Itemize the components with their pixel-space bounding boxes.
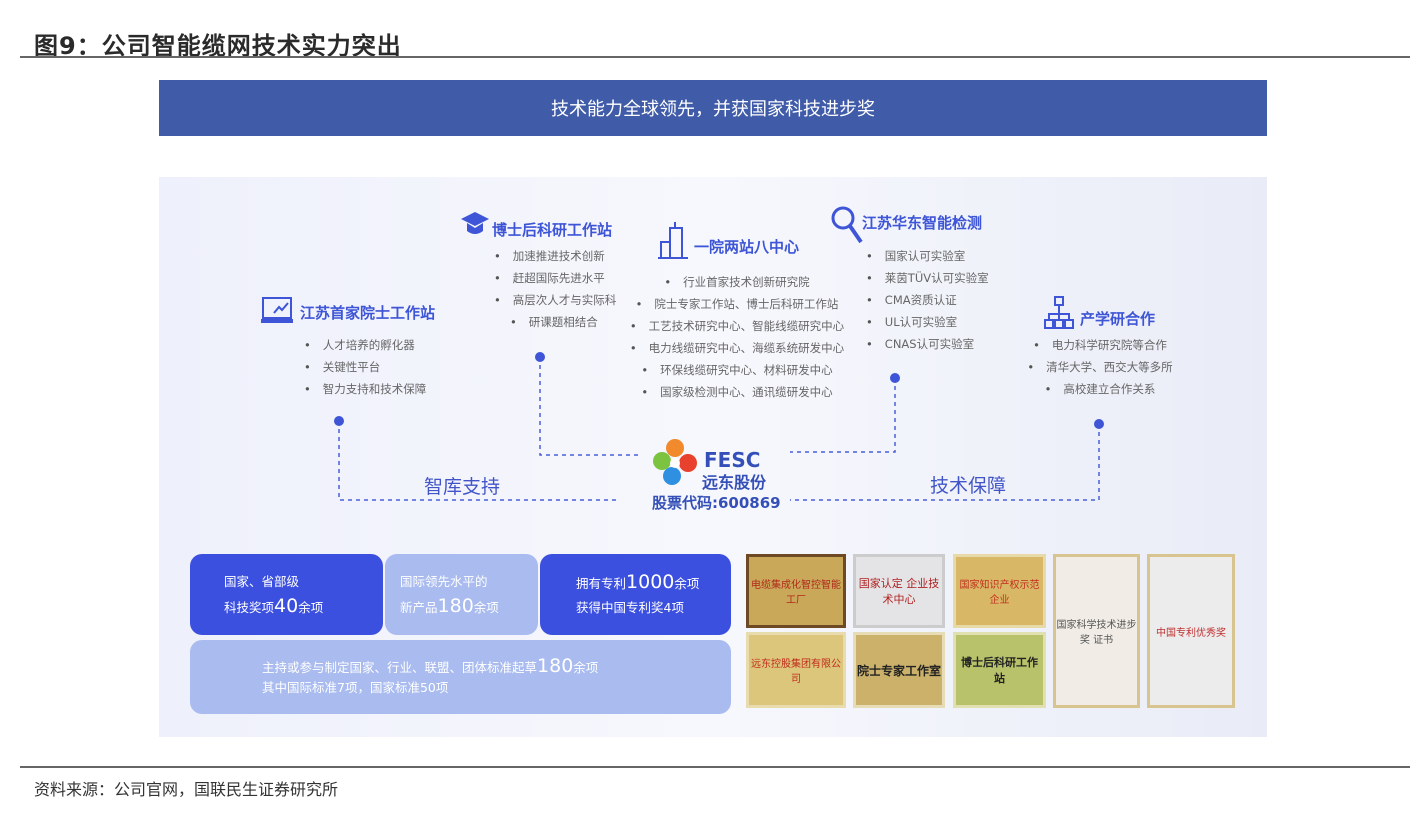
bullet: 关键性平台 — [304, 356, 426, 378]
node-bullets: 行业首家技术创新研究院 院士专家工作站、博士后科研工作站 工艺技术研究中心、智能… — [622, 271, 852, 403]
bullet: 环保线缆研究中心、材料研发中心 — [622, 359, 852, 381]
plaque-far-east-group: 远东控股集团有限公司 — [746, 632, 846, 708]
bullet: 国家认可实验室 — [866, 245, 989, 267]
bullet: 赶超国际先进水平 — [494, 267, 616, 289]
bullet: CMA资质认证 — [866, 289, 989, 311]
stat-line: 拥有专利1000余项 — [576, 570, 700, 593]
source-note: 资料来源：公司官网，国联民生证券研究所 — [34, 780, 339, 799]
stat-products: 国际领先水平的 新产品180余项 — [385, 554, 538, 635]
bullet: CNAS认可实验室 — [866, 333, 989, 355]
bullet: 高校建立合作关系 — [1020, 378, 1180, 400]
stock-code: 股票代码:600869 — [652, 494, 781, 512]
plaque-postdoc-workstation: 博士后科研工作站 — [953, 632, 1046, 708]
bullet: 莱茵TÜV认可实验室 — [866, 267, 989, 289]
node-bullets: 电力科学研究院等合作 清华大学、西交大等多所 高校建立合作关系 — [1020, 334, 1180, 400]
bullet: 工艺技术研究中心、智能线缆研究中心 — [622, 315, 852, 337]
building-icon — [658, 222, 688, 259]
org-chart-icon — [1044, 296, 1074, 329]
title-divider — [20, 56, 1410, 58]
plaque-ip-enterprise: 国家知识产权示范企业 — [953, 554, 1046, 628]
logo-name: 远东股份 — [702, 473, 767, 492]
magnifier-icon — [831, 206, 863, 244]
node-title: 产学研合作 — [1080, 310, 1156, 328]
node-title: 博士后科研工作站 — [492, 221, 613, 239]
plaque-tech-center: 国家认定 企业技术中心 — [853, 554, 945, 628]
stat-line: 国际领先水平的 — [400, 573, 488, 589]
bullet: 加速推进技术创新 — [494, 245, 616, 267]
bullet: 电力科学研究院等合作 — [1020, 334, 1180, 356]
stat-standards: 主持或参与制定国家、行业、联盟、团体标准起草180余项 其中国际标准7项，国家标… — [190, 640, 731, 714]
bullet-continuation: 研课题相结合 — [494, 311, 616, 333]
certificate-patent-award: 中国专利优秀奖 — [1147, 554, 1235, 708]
label-tech-support: 技术保障 — [930, 475, 1007, 497]
bullet: 智力支持和技术保障 — [304, 378, 427, 400]
graduation-cap-icon — [461, 212, 489, 234]
stat-line: 获得中国专利奖4项 — [576, 599, 684, 615]
certificate-sci-tech-award: 国家科学技术进步奖 证书 — [1053, 554, 1140, 708]
bullet: 人才培养的孵化器 — [304, 334, 426, 356]
bullet: 国家级检测中心、通讯缆研发中心 — [622, 381, 852, 403]
stat-line: 国家、省部级 — [224, 573, 300, 589]
label-think-tank: 智库支持 — [424, 476, 501, 498]
fesc-logo-icon — [653, 439, 697, 485]
bullet: 行业首家技术创新研究院 — [622, 271, 852, 293]
stat-patents: 拥有专利1000余项 获得中国专利奖4项 — [540, 554, 731, 635]
footer-divider — [20, 766, 1410, 768]
node-title: 一院两站八中心 — [694, 238, 800, 256]
node-bullets: 加速推进技术创新 赶超国际先进水平 高层次人才与实际科 研课题相结合 — [494, 245, 617, 333]
chart-monitor-icon — [261, 297, 293, 323]
figure-title: 图9：公司智能缆网技术实力突出 — [34, 32, 402, 60]
plaque-academician-workstation: 院士专家工作室 — [853, 632, 945, 708]
bullet: UL认可实验室 — [866, 311, 989, 333]
stat-line: 新产品180余项 — [400, 594, 499, 617]
banner: 技术能力全球领先，并获国家科技进步奖 — [159, 80, 1267, 136]
logo-brand: FESC — [704, 448, 761, 472]
node-bullets: 国家认可实验室 莱茵TÜV认可实验室 CMA资质认证 UL认可实验室 CNAS认… — [866, 245, 989, 355]
bullet: 清华大学、西交大等多所 — [1020, 356, 1180, 378]
stat-line: 主持或参与制定国家、行业、联盟、团体标准起草180余项 — [262, 655, 599, 677]
bullet: 电力线缆研究中心、海缆系统研发中心 — [622, 337, 852, 359]
node-title: 江苏华东智能检测 — [862, 214, 983, 232]
node-title: 江苏首家院士工作站 — [300, 304, 436, 322]
bullet: 高层次人才与实际科 — [494, 289, 617, 311]
node-bullets: 人才培养的孵化器 关键性平台 智力支持和技术保障 — [304, 334, 427, 400]
stat-awards: 国家、省部级 科技奖项40余项 — [190, 554, 383, 635]
plaque-smart-factory: 电缆集成化智控智能工厂 — [746, 554, 846, 628]
stat-line: 科技奖项40余项 — [224, 594, 324, 617]
stat-line: 其中国际标准7项，国家标准50项 — [262, 680, 449, 695]
bullet: 院士专家工作站、博士后科研工作站 — [622, 293, 852, 315]
